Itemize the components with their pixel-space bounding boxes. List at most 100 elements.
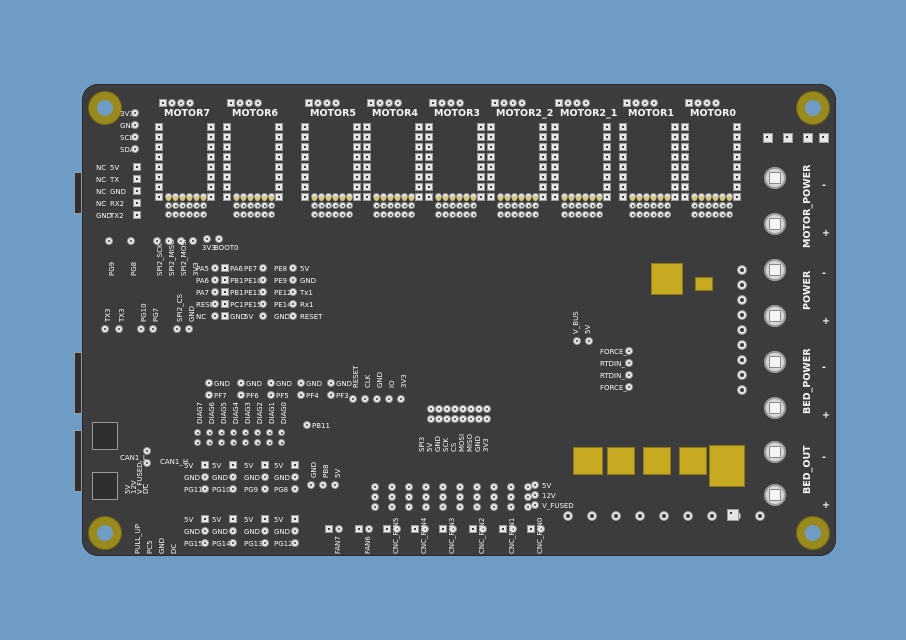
driver-socket-pin (620, 194, 626, 200)
jumper-pin (644, 203, 649, 208)
spi3-label-2: GND (434, 435, 442, 452)
mounting-hole-0 (88, 91, 122, 125)
jumper-pin (402, 203, 407, 208)
driver-socket-pin (682, 144, 688, 150)
driver-socket-pin (620, 134, 626, 140)
exp-pin (222, 265, 228, 271)
uart-right-label-1: TX (110, 176, 120, 184)
swd-label-2: GND (376, 371, 384, 388)
driver-socket-pin (540, 174, 546, 180)
jumper-pin (727, 212, 732, 217)
jumper-pin (347, 203, 352, 208)
spi-label-3: SPI2_MISO (168, 239, 176, 276)
jumper-gold (194, 196, 199, 201)
driver-socket-pin (276, 164, 282, 170)
jumper-gold (388, 196, 393, 201)
swd-label-0: RESET (352, 365, 360, 388)
spi-label-4: SPI2_MOSI (180, 239, 188, 276)
exp-c-label-1: PE9 (274, 277, 288, 285)
mounting-hole-2 (88, 516, 122, 550)
heater-a-label: PG10 (212, 486, 231, 494)
fan-jumper-pin (423, 504, 429, 510)
motor-connector-pin (187, 100, 193, 106)
motor-connector-pin (457, 100, 463, 106)
mosfet-3 (679, 447, 707, 475)
power-pad-pin (738, 296, 746, 304)
fan-jumper-pin (389, 484, 395, 490)
motor-connector-pin (377, 100, 383, 106)
spi-pin (106, 238, 112, 244)
jumper-gold (597, 196, 602, 201)
jumper-pin (658, 203, 663, 208)
polarity-mark-2: - (822, 268, 826, 279)
driver-socket-pin (364, 184, 370, 190)
fan-power-pin (532, 492, 538, 498)
power-label-0: MOTOR_POWER (802, 164, 813, 248)
driver-socket-pin (604, 134, 610, 140)
spi3-pin (468, 416, 474, 422)
driver-socket-pin (224, 174, 230, 180)
spi3-pin (436, 416, 442, 422)
fan-jumper-pin (406, 484, 412, 490)
jumper-gold (409, 196, 414, 201)
spi-label-0: PG9 (108, 261, 116, 276)
driver-socket-pin (364, 144, 370, 150)
heater-b-label: PG12 (274, 540, 293, 548)
uart-left-label-1: NC (96, 176, 107, 184)
heater-pin (202, 516, 208, 522)
jumper-gold (651, 196, 656, 201)
power-pad-pin (738, 266, 746, 274)
exp-pin (212, 301, 218, 307)
driver-socket-pin (682, 134, 688, 140)
heater-pin (202, 528, 208, 534)
spi3-label-4: CS (450, 442, 458, 452)
pt100-pin (626, 372, 632, 378)
uart-right-label-2: GND (110, 188, 127, 196)
spi3-pin (452, 406, 458, 412)
heater-pin (230, 516, 236, 522)
jumper-pin (630, 203, 635, 208)
jumper-gold (471, 196, 476, 201)
jumper-gold (665, 196, 670, 201)
jumper-pin (234, 203, 239, 208)
jumper-pin (526, 203, 531, 208)
probe-label-0: GND (310, 461, 318, 478)
exp-b-label-0: PE7 (244, 265, 258, 273)
jumper-pin (201, 203, 206, 208)
jumper-pin (395, 212, 400, 217)
diag-pin (195, 430, 200, 435)
spi3-pin (428, 406, 434, 412)
heater-a-label: PG8 (274, 486, 289, 494)
heater-a-label: 5V (274, 462, 284, 470)
fan-label-3: CNC_FAN4 (420, 517, 428, 554)
jumper-pin (234, 212, 239, 217)
driver-socket-pin (488, 124, 494, 130)
driver-socket-pin (682, 184, 688, 190)
spi-pin (154, 238, 160, 244)
diag-pin (195, 440, 200, 445)
driver-socket-pin (416, 124, 422, 130)
polarity-mark-3: + (822, 316, 830, 327)
jumper-gold (692, 196, 697, 201)
bl-label-5: GND (188, 305, 196, 322)
probe-pin (332, 482, 338, 488)
i2c-pin (132, 146, 138, 152)
boot-label-3v3: 3V3 (202, 244, 216, 252)
mosfet-2 (643, 447, 671, 475)
fan-jumper-pin (389, 494, 395, 500)
vbus-label: V_BUS (572, 311, 580, 334)
power-terminal-5 (764, 397, 786, 419)
driver-socket-pin (620, 184, 626, 190)
jumper-pin (533, 212, 538, 217)
jumper-pin (312, 203, 317, 208)
jumper-pin (194, 212, 199, 217)
usb-connector (764, 484, 786, 506)
driver-socket-pin (364, 174, 370, 180)
exp-a-label-3: PC1 (230, 301, 244, 309)
driver-socket-pin (620, 164, 626, 170)
jumper-gold (241, 196, 246, 201)
driver-socket-pin (682, 154, 688, 160)
bottom-pin (708, 512, 716, 520)
exp-pin (290, 313, 296, 319)
driver-socket-pin (604, 144, 610, 150)
